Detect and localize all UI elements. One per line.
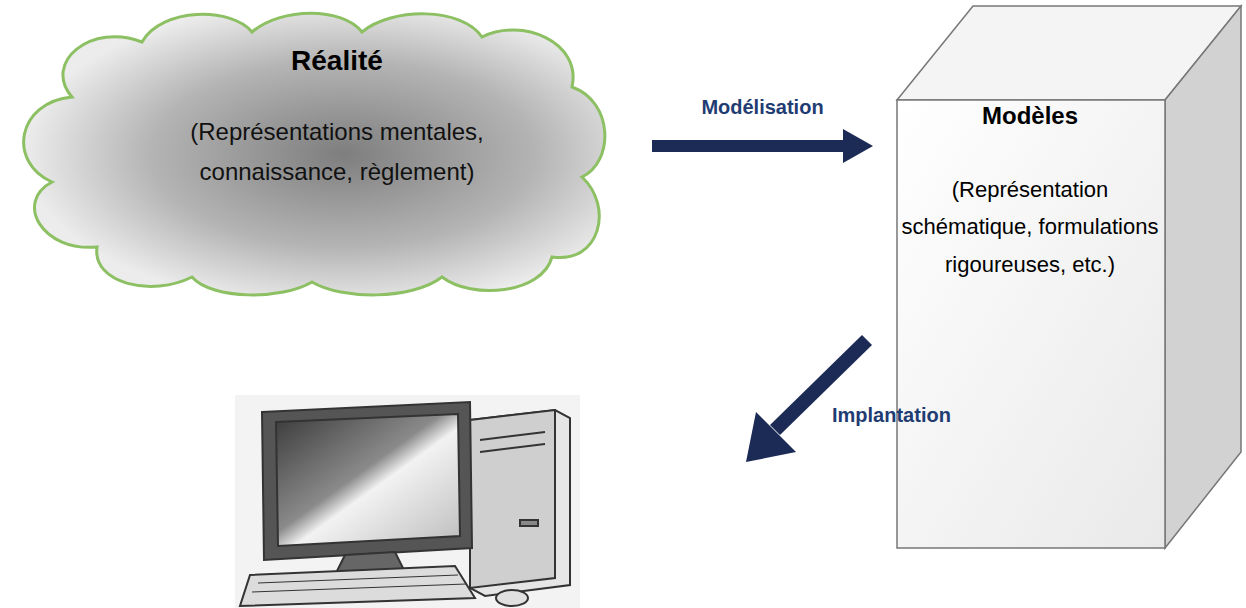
node-body: (Représentations mentales, connaissance,… bbox=[172, 112, 502, 194]
connector-arrow bbox=[652, 129, 873, 163]
text-area: Modèles (Représentation schématique, form… bbox=[897, 102, 1163, 283]
arrowhead bbox=[843, 129, 873, 163]
edge-label: Modélisation bbox=[701, 96, 823, 119]
arrow-label: Implantation bbox=[832, 404, 951, 427]
model-cube: Modèles (Représentation schématique, form… bbox=[895, 4, 1243, 552]
node-title: Réalité bbox=[291, 44, 383, 78]
model-cube-outline bbox=[895, 4, 1243, 552]
connector-shaft bbox=[652, 140, 843, 152]
text-area: Réalité (Représentations mentales, connai… bbox=[172, 44, 502, 193]
computer-icon bbox=[235, 395, 580, 608]
reality-cloud: Réalité (Représentations mentales, connai… bbox=[2, 2, 614, 302]
implantation-arrow bbox=[746, 335, 872, 462]
node-body: (Représentation schématique, formulation… bbox=[897, 171, 1163, 283]
node-title: Modèles bbox=[982, 102, 1078, 131]
